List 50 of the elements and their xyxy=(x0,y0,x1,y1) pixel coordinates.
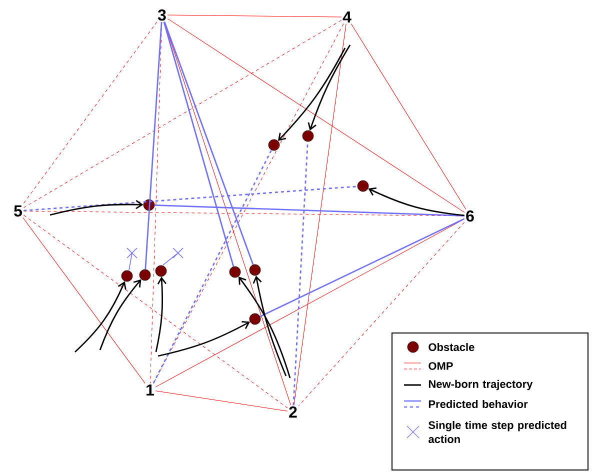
predicted-path-line xyxy=(260,218,465,318)
path-line xyxy=(155,218,465,388)
path-line xyxy=(22,22,158,204)
path-line xyxy=(350,23,466,210)
obstacle-dot xyxy=(139,269,151,281)
trajectory-arrow xyxy=(252,276,287,376)
obstacle-dot xyxy=(121,270,133,282)
path-line xyxy=(22,218,146,384)
predicted-path-line xyxy=(164,22,254,265)
vertex-number: 2 xyxy=(289,406,297,418)
obstacle-dot xyxy=(249,264,261,276)
obstacle-dot xyxy=(268,139,280,151)
path-line xyxy=(155,390,288,412)
path-line xyxy=(167,18,465,213)
trajectory-arrow xyxy=(278,48,346,141)
path-line xyxy=(298,222,465,406)
legend-label: OMP xyxy=(428,362,453,370)
trajectory-arrow xyxy=(238,276,291,378)
predicted-path-line xyxy=(24,186,358,212)
predicted-path-line xyxy=(163,22,234,267)
obstacle-dot xyxy=(229,266,241,278)
trajectory-arrow xyxy=(368,187,464,216)
legend-label: Obstacle xyxy=(428,342,474,352)
vertex-number: 6 xyxy=(466,210,474,222)
path-line xyxy=(23,20,342,208)
path-line xyxy=(167,14,342,18)
vertex-number: 4 xyxy=(342,12,352,22)
vertex-number: 5 xyxy=(14,205,22,217)
trajectory-arrow xyxy=(158,321,250,357)
vertex-number: 3 xyxy=(158,9,166,21)
predicted-path-line xyxy=(154,204,464,216)
legend-label: Predicted behavior xyxy=(428,400,528,408)
obstacle-dot xyxy=(302,130,314,142)
path-line xyxy=(294,23,346,406)
obstacle-dot xyxy=(143,199,155,211)
trajectory-arrow xyxy=(99,279,142,350)
vertex-number: 1 xyxy=(146,384,154,396)
trajectory-arrow xyxy=(308,44,351,131)
predicted-path-line xyxy=(292,142,308,406)
trajectory-arrow xyxy=(74,281,126,353)
obstacle-dot xyxy=(249,313,261,325)
obstacle-dot xyxy=(357,180,369,192)
predicted-path-line xyxy=(144,22,162,270)
trajectory-arrow xyxy=(50,200,144,216)
legend-label: New-born trajectory xyxy=(428,380,533,390)
trajectory-arrow xyxy=(155,276,166,352)
legend-label: Single time step predicted action xyxy=(428,420,566,444)
obstacle-dot xyxy=(155,265,167,277)
predicted-path-line xyxy=(152,150,272,384)
path-line xyxy=(23,214,288,408)
